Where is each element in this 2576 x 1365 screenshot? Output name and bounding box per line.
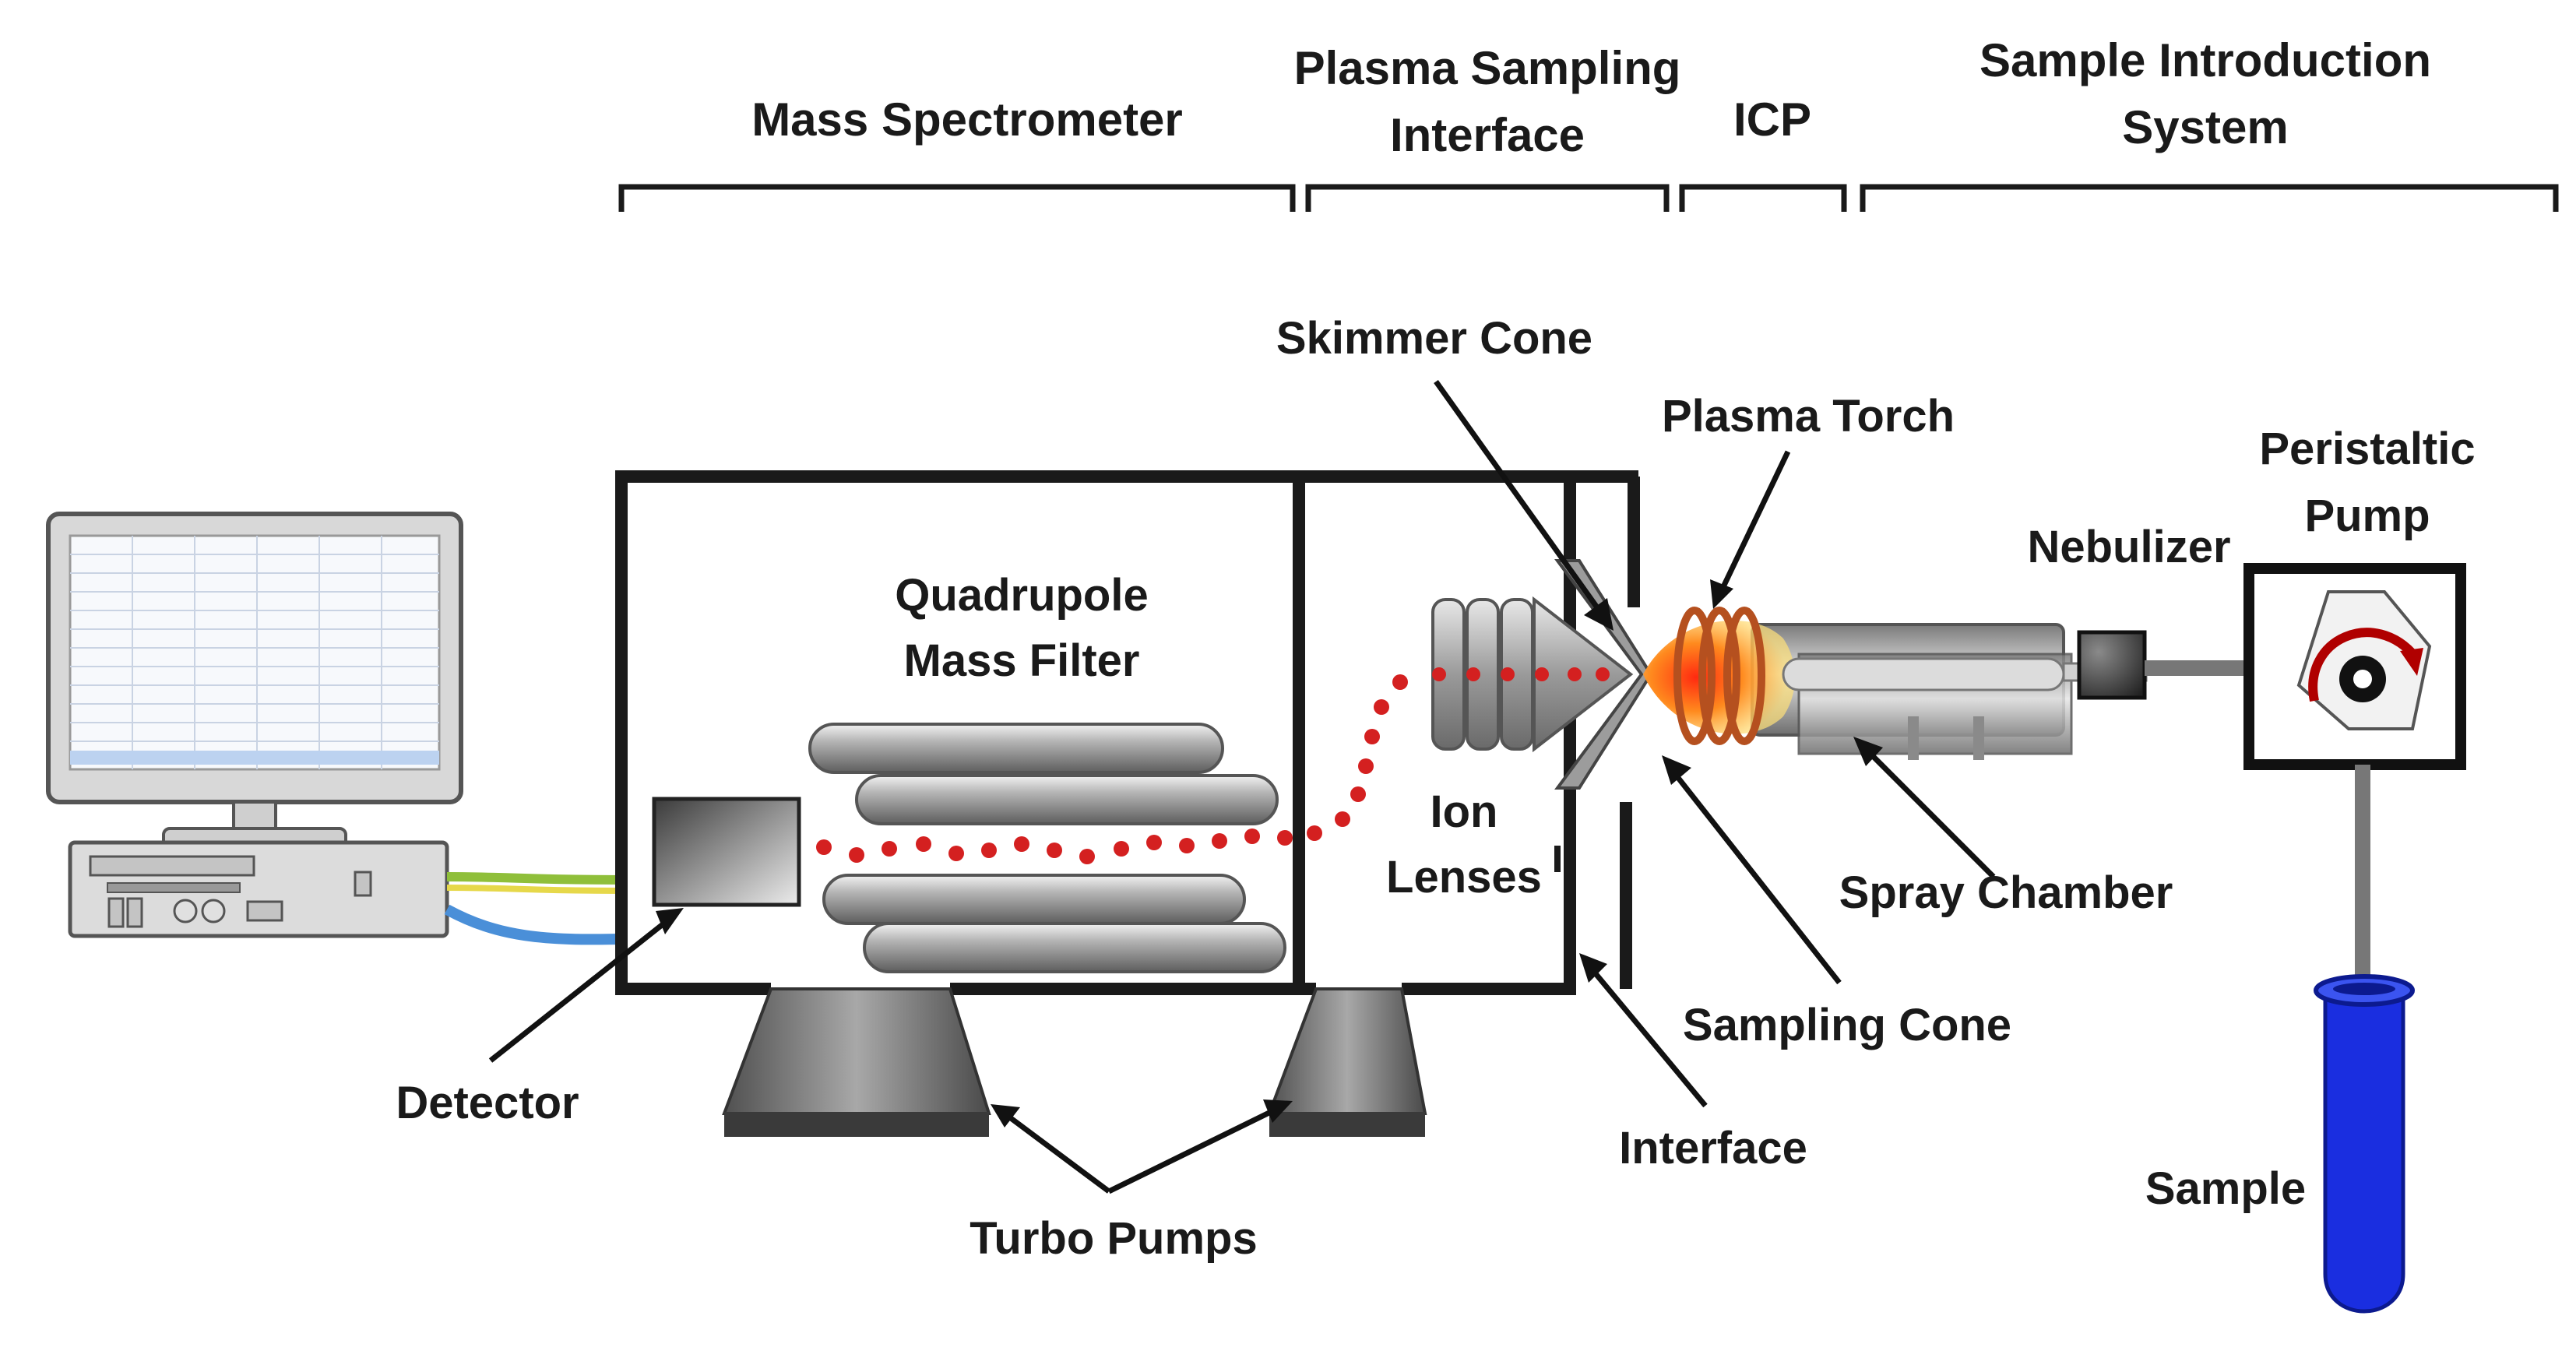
spreadsheet-highlight-row xyxy=(70,751,439,765)
arrow-interface xyxy=(1588,965,1708,1108)
case-knob-1 xyxy=(173,899,198,923)
section-brackets xyxy=(618,184,2559,212)
bracket-icp xyxy=(1679,184,1847,212)
quadrupole-rod-2 xyxy=(855,774,1279,825)
turbo-pumps xyxy=(722,987,1427,1137)
arrow-turbo-2 xyxy=(1107,1106,1279,1194)
cable-blue xyxy=(444,904,624,945)
bracket-mass-spectrometer xyxy=(618,184,1296,212)
torch-inner-tube xyxy=(1782,657,2065,691)
spray-chamber-drain-2 xyxy=(1973,716,1984,760)
peristaltic-pump xyxy=(2243,563,2466,983)
label-quadrupole-line1: Quadrupole xyxy=(895,570,1148,621)
monitor-screen xyxy=(69,534,441,771)
case-knob-2 xyxy=(201,899,226,923)
bracket-sample-introduction-system xyxy=(1860,184,2559,212)
computer-workstation xyxy=(46,512,463,938)
section-plasma-sampling-line1: Plasma Sampling xyxy=(1294,42,1681,94)
detector-block xyxy=(652,797,801,907)
arrow-plasma-torch xyxy=(1718,450,1791,593)
sample-tube-body xyxy=(2323,990,2405,1314)
turbo-pump-2 xyxy=(1267,987,1427,1115)
sample-tube xyxy=(2314,974,2415,1314)
nebulizer-block xyxy=(2077,630,2147,700)
drive-slot xyxy=(107,882,241,893)
section-mass-spectrometer: Mass Spectrometer xyxy=(751,93,1183,146)
label-plasma-torch: Plasma Torch xyxy=(1662,391,1955,442)
arrowhead-plasma-torch xyxy=(1710,579,1733,609)
label-ion-lenses-line1: Ion xyxy=(1431,786,1498,837)
ion-optics-chamber xyxy=(1293,470,1576,995)
quadrupole-mass-filter xyxy=(808,723,1286,973)
label-spray-chamber: Spray Chamber xyxy=(1839,867,2173,918)
label-ion-lenses-line2: Lenses xyxy=(1386,852,1542,902)
rf-coil xyxy=(1673,607,1765,745)
skimmer-cone-shape xyxy=(1533,596,1634,753)
bracket-plasma-sampling-interface xyxy=(1305,184,1670,212)
ion-lens-stack xyxy=(1431,596,1634,753)
drive-bay xyxy=(89,855,255,877)
section-plasma-sampling-line2: Interface xyxy=(1390,109,1585,161)
section-icp: ICP xyxy=(1733,93,1811,146)
label-interface: Interface xyxy=(1619,1123,1807,1173)
leader-arrows xyxy=(488,379,1996,1194)
case-slot xyxy=(246,900,283,922)
arrowhead-spray-chamber xyxy=(1853,737,1883,766)
label-peristaltic-line2: Pump xyxy=(2304,491,2430,541)
arrowhead-skimmer xyxy=(1584,598,1614,631)
section-sample-intro-line1: Sample Introduction xyxy=(1980,34,2431,86)
spreadsheet-grid xyxy=(70,536,439,769)
case-port xyxy=(354,871,372,897)
quadrupole-rod-1 xyxy=(808,723,1224,774)
label-nebulizer: Nebulizer xyxy=(2027,522,2230,572)
arrow-detector xyxy=(488,916,672,1063)
ion-beam xyxy=(816,667,1610,864)
monitor-neck xyxy=(232,800,277,832)
quadrupole-rod-3 xyxy=(822,874,1246,925)
section-sample-intro-line2: System xyxy=(2122,101,2288,153)
arrowhead-sampling-cone xyxy=(1662,755,1691,785)
plasma-glow xyxy=(1643,620,1795,734)
data-cables xyxy=(444,872,624,945)
mass-spectrometer-housing xyxy=(615,470,1640,998)
turbo-pump-1-base xyxy=(724,1112,989,1137)
turbo-pump-1 xyxy=(722,987,991,1115)
sample-tube-opening xyxy=(2333,983,2395,995)
label-sample: Sample xyxy=(2145,1163,2306,1214)
arrowhead-detector xyxy=(656,908,684,934)
cable-green xyxy=(446,872,624,885)
label-skimmer-cone: Skimmer Cone xyxy=(1276,313,1592,364)
arrow-sampling-cone xyxy=(1670,769,1842,985)
case-button-1 xyxy=(107,897,125,928)
section-labels: Mass Spectrometer Plasma Sampling Interf… xyxy=(751,34,2431,161)
turbo-pump-2-base xyxy=(1269,1112,1425,1137)
arrowhead-interface xyxy=(1579,953,1607,983)
quadrupole-rod-4 xyxy=(863,922,1286,973)
spray-chamber-drain xyxy=(1908,716,1919,760)
pump-hub-inner xyxy=(2353,670,2372,688)
label-quadrupole-line2: Mass Filter xyxy=(904,635,1140,686)
component-labels: Skimmer Cone Plasma Torch Peristaltic Pu… xyxy=(396,313,2475,1264)
plasma-torch-assembly xyxy=(1643,607,2148,760)
arrowhead-turbo-2 xyxy=(1263,1099,1293,1123)
pump-arrowhead xyxy=(2400,648,2423,676)
cable-yellow xyxy=(446,885,624,894)
pump-tube-down xyxy=(2355,765,2370,983)
case-button-2 xyxy=(126,897,143,928)
arrowheads xyxy=(656,579,1883,1128)
arrow-turbo-1 xyxy=(1002,1111,1111,1194)
arrow-spray-chamber xyxy=(1863,747,1996,879)
arrow-skimmer-cone xyxy=(1434,379,1605,617)
label-sampling-cone: Sampling Cone xyxy=(1683,1000,2011,1050)
pump-rotation-arrow xyxy=(2308,628,2419,702)
arrowhead-turbo-1 xyxy=(991,1104,1020,1128)
label-detector: Detector xyxy=(396,1078,579,1128)
label-turbo-pumps: Turbo Pumps xyxy=(970,1213,1257,1264)
label-peristaltic-line1: Peristaltic xyxy=(2259,424,2475,474)
